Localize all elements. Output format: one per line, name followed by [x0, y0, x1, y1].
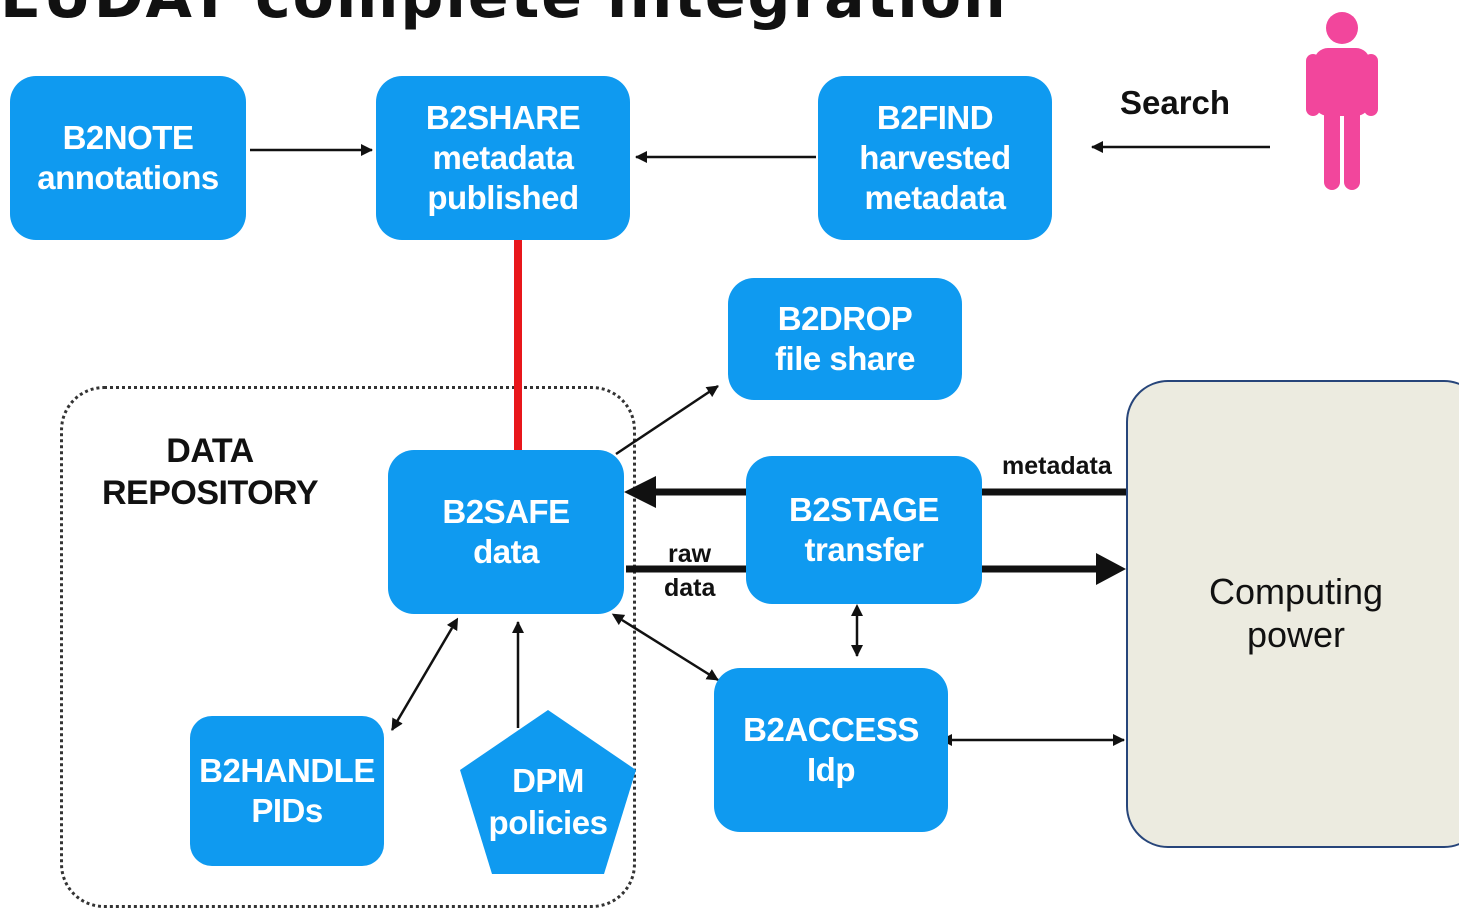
arrow-b2safe-b2access: [611, 613, 719, 682]
b2access-name: B2ACCESS: [743, 711, 919, 748]
b2stage-desc: transfer: [804, 531, 924, 568]
b2stage-name: B2STAGE: [789, 491, 939, 528]
b2safe-name: B2SAFE: [442, 493, 570, 530]
b2find-desc-2: metadata: [864, 179, 1006, 216]
b2note-box: B2NOTE annotations: [10, 76, 246, 240]
b2find-box: B2FIND harvested metadata: [818, 76, 1052, 240]
b2stage-box: B2STAGE transfer: [746, 456, 982, 604]
raw-label: raw: [668, 540, 712, 568]
search-label: Search: [1120, 84, 1231, 121]
computing-power-label-line-1: Computing: [1208, 571, 1384, 612]
dpm-label: DPM policies: [458, 760, 638, 844]
metadata-label: metadata: [1002, 452, 1112, 480]
data-repository-label-line-1: DATA: [166, 432, 254, 470]
data-label: data: [664, 574, 716, 602]
computing-power-box: [1126, 380, 1459, 848]
b2find-desc-1: harvested: [859, 139, 1011, 176]
b2safe-desc: data: [473, 533, 539, 570]
dpm-name: DPM: [512, 762, 584, 799]
b2share-box: B2SHARE metadata published: [376, 76, 630, 240]
person-icon: [1306, 12, 1378, 190]
b2access-desc: Idp: [807, 751, 855, 788]
b2handle-box: B2HANDLE PIDs: [190, 716, 384, 866]
b2handle-name: B2HANDLE: [199, 752, 375, 789]
b2access-box: B2ACCESS Idp: [714, 668, 948, 832]
arrow-b2safe-b2handle: [390, 617, 459, 731]
b2share-desc-2: published: [427, 179, 579, 216]
b2share-name: B2SHARE: [425, 99, 581, 136]
arrow-b2safe-to-b2drop: [615, 384, 719, 456]
arrowhead-metadata: [624, 476, 656, 508]
data-repository-label-line-2: REPOSITORY: [101, 474, 319, 512]
b2note-desc: annotations: [37, 159, 219, 196]
b2share-desc-1: metadata: [432, 139, 574, 176]
computing-power-label: Computing power: [1126, 570, 1459, 656]
computing-power-label-line-2: power: [1246, 614, 1346, 655]
b2handle-desc: PIDs: [251, 792, 323, 829]
b2drop-box: B2DROP file share: [728, 278, 962, 400]
page-title: EUDAT complete integration: [0, 0, 1008, 32]
data-repository-label: DATA REPOSITORY: [70, 430, 350, 514]
arrowhead-rawdata: [1096, 553, 1126, 585]
dpm-pentagon: [460, 710, 636, 874]
b2drop-name: B2DROP: [777, 300, 913, 337]
b2note-name: B2NOTE: [62, 119, 194, 156]
b2find-name: B2FIND: [876, 99, 994, 136]
dpm-desc: policies: [488, 804, 608, 841]
b2drop-desc: file share: [775, 340, 915, 377]
b2safe-box: B2SAFE data: [388, 450, 624, 614]
